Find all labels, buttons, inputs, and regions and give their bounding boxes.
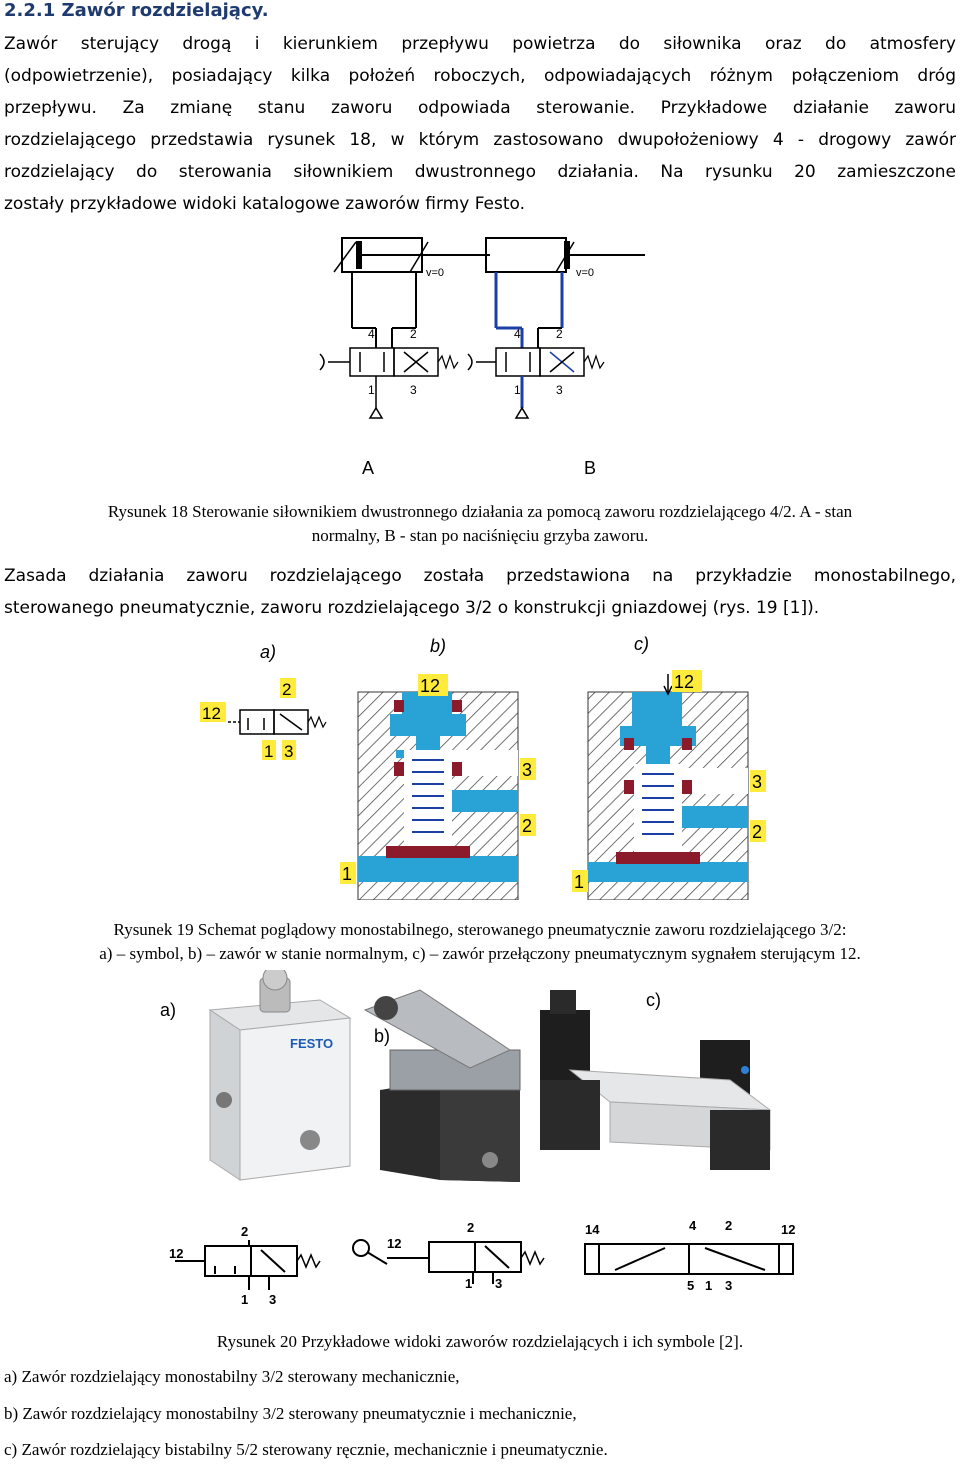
svg-text:3: 3: [752, 772, 762, 792]
figure-19-label-a: a): [260, 642, 276, 662]
symbol-c: 14 4 2 12 5 1 3: [584, 1218, 795, 1293]
valve-photo-c: [540, 990, 772, 1170]
figure-20-label-a: a): [160, 1000, 177, 1020]
paragraph-line: sterowanego pneumatycznie, zaworu rozdzi…: [4, 598, 820, 618]
svg-text:2: 2: [241, 1224, 248, 1239]
symbol-a: 2 12 1 3: [169, 1224, 321, 1307]
svg-text:3: 3: [522, 760, 532, 780]
list-item: a) Zawór rozdzielający monostabilny 3/2 …: [4, 1367, 460, 1386]
principle-paragraph: Zasada działania zaworu rozdzielającego …: [4, 560, 956, 624]
svg-text:12: 12: [202, 704, 221, 723]
svg-text:2: 2: [410, 327, 417, 341]
figure-19-label-c: c): [634, 634, 649, 654]
svg-text:3: 3: [410, 383, 417, 397]
svg-text:12: 12: [674, 672, 694, 692]
figure-20-symbols: 2 12 1 3 2 12 1 3 14 4 2 12: [169, 1218, 795, 1307]
valve-section-switched: 12 3 2 1: [572, 670, 766, 900]
svg-text:12: 12: [387, 1236, 401, 1251]
svg-text:3: 3: [284, 742, 293, 761]
paragraph-line: Zasada działania zaworu rozdzielającego …: [4, 566, 956, 586]
svg-text:1: 1: [465, 1276, 472, 1291]
figure-20-label-b: b): [374, 1026, 391, 1046]
svg-text:4: 4: [514, 327, 521, 341]
svg-text:1: 1: [368, 383, 375, 397]
section-heading: 2.2.1 Zawór rozdzielający.: [4, 0, 269, 21]
svg-text:3: 3: [269, 1292, 276, 1307]
figure-18-caption: Rysunek 18 Sterowanie siłownikiem dwustr…: [107, 502, 853, 545]
velocity-label: v=0: [426, 267, 444, 279]
svg-text:3: 3: [495, 1276, 502, 1291]
svg-text:12: 12: [781, 1222, 795, 1237]
valve-section-normal: 12 3 2 1: [340, 674, 536, 900]
svg-text:4: 4: [368, 327, 375, 341]
cylinder-b: v=0: [485, 237, 645, 348]
valve-a: 4 2 1 3: [319, 327, 459, 419]
figure-18-label-b: B: [584, 458, 597, 478]
paragraph-line: (odpowietrzenie), posiadający kilka poło…: [4, 66, 956, 86]
figure-18-label-a: A: [362, 458, 375, 478]
figure-19-caption: Rysunek 19 Schemat poglądowy monostabiln…: [99, 920, 861, 963]
svg-text:2: 2: [467, 1220, 474, 1235]
svg-text:4: 4: [689, 1218, 697, 1233]
symbol-b: 2 12 1 3: [352, 1220, 545, 1291]
figure-18-diagram: v=0 4 2 1 3 v=0 4: [319, 237, 645, 419]
svg-text:1: 1: [241, 1292, 248, 1307]
svg-text:3: 3: [725, 1278, 732, 1293]
svg-text:2: 2: [556, 327, 563, 341]
symbol-3-2: 12 2 1 3: [200, 678, 327, 761]
festo-logo: FESTO: [290, 1036, 333, 1051]
paragraph-line: rozdzielający do sterowania siłownikiem …: [4, 162, 956, 182]
svg-text:3: 3: [556, 383, 563, 397]
svg-text:2: 2: [282, 680, 291, 699]
valve-photo-a: FESTO: [208, 970, 352, 1181]
valve-b: 4 2 1 3: [467, 327, 605, 419]
figure-20-photos: FESTO: [208, 970, 772, 1182]
figure-20-caption: Rysunek 20 Przykładowe widoki zaworów ro…: [216, 1332, 744, 1351]
svg-text:1: 1: [264, 742, 273, 761]
svg-text:12: 12: [420, 676, 440, 696]
svg-text:1: 1: [574, 872, 584, 892]
intro-paragraph: Zawór sterujący drogą i kierunkiem przep…: [4, 28, 956, 220]
paragraph-line: Zawór sterujący drogą i kierunkiem przep…: [4, 34, 956, 54]
svg-text:1: 1: [342, 864, 352, 884]
svg-text:1: 1: [705, 1278, 712, 1293]
cylinder-a: v=0: [333, 237, 490, 348]
list-item: c) Zawór rozdzielający bistabilny 5/2 st…: [4, 1440, 608, 1459]
figure-19-diagram: a) 12 2 1 3 b) 12 3: [200, 634, 766, 900]
figure-19-label-b: b): [430, 636, 446, 656]
svg-text:v=0: v=0: [576, 267, 594, 279]
paragraph-line: przepływu. Za zmianę stanu zaworu odpowi…: [4, 98, 956, 118]
svg-text:5: 5: [687, 1278, 694, 1293]
list-item: b) Zawór rozdzielający monostabilny 3/2 …: [4, 1404, 577, 1423]
svg-text:14: 14: [585, 1222, 600, 1237]
valve-photo-b: [363, 989, 521, 1182]
svg-text:2: 2: [522, 816, 532, 836]
paragraph-line: zostały przykładowe widoki katalogowe za…: [4, 194, 526, 214]
svg-text:12: 12: [169, 1246, 183, 1261]
svg-text:2: 2: [752, 822, 762, 842]
paragraph-line: rozdzielającego przedstawia rysunek 18, …: [4, 130, 956, 150]
figure-20-label-c: c): [646, 990, 661, 1010]
svg-text:1: 1: [514, 383, 521, 397]
svg-text:2: 2: [725, 1218, 732, 1233]
